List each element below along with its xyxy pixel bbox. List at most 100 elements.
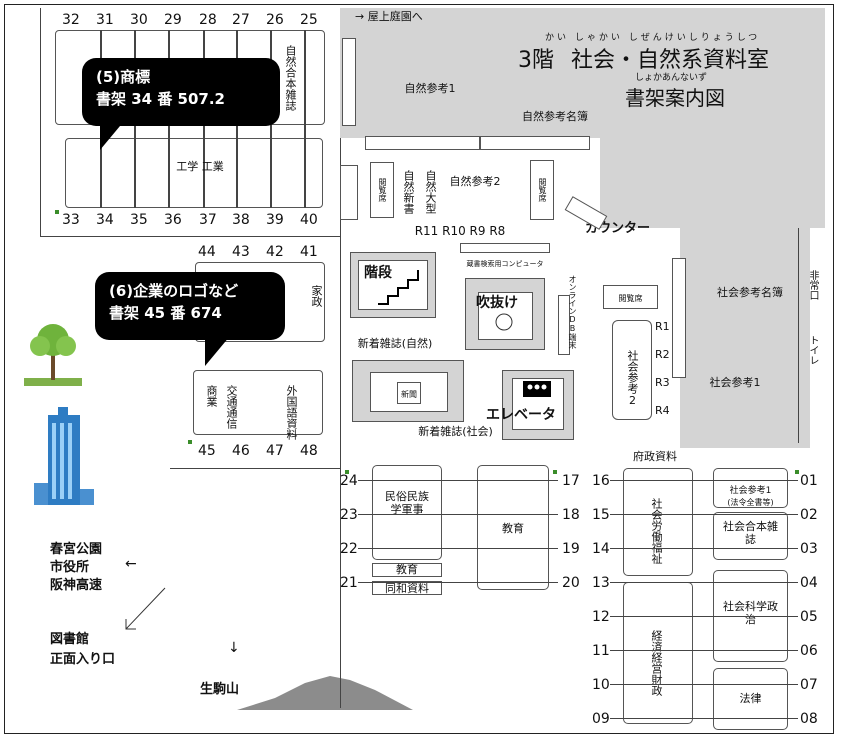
shelf-shizen-sanko1 (365, 136, 480, 150)
shelf-block-horitsu (713, 668, 788, 730)
toshokan-label: 図書館 (50, 632, 90, 647)
gaikokugo-label: 外国語資料 (285, 385, 298, 440)
kyoiku2-label: 教育 (396, 563, 418, 576)
shakai-sanko2-label: 社会参考2 (626, 350, 639, 407)
shelf-number: 36 (164, 212, 182, 228)
room-name: 社会・自然系資料室 (571, 48, 770, 73)
shelf-number: 09 (592, 711, 610, 727)
etsuran-seat (603, 285, 658, 309)
shelf-row-line (610, 480, 798, 481)
shizen-sanko2-label: 自然参考2 (449, 175, 501, 188)
shelf-number: 46 (232, 443, 250, 459)
shelf-row-line (358, 514, 558, 515)
shelf-number: 25 (300, 12, 318, 28)
subtitle: 書架案内図 (625, 86, 725, 110)
side-shelf (342, 38, 356, 126)
shinchaku-shakai-label: 新着雑誌(社会) (418, 425, 493, 438)
shizen-shinsho-label: 自然新書 (402, 170, 415, 214)
shelf-number: 04 (800, 575, 818, 591)
wall (170, 468, 340, 469)
shelf-number: 41 (300, 244, 318, 260)
keizai-label: 経済経営財政 (650, 630, 663, 696)
callout-detail: 書架 34 番 507.2 (96, 90, 225, 108)
shelf-number: 16 (592, 473, 610, 489)
online-db-label: オンラインDB端末 (568, 275, 577, 349)
r3-label: R3 (655, 376, 670, 389)
counter-label: カウンター (584, 221, 650, 236)
shimbun-label: 新聞 (401, 390, 417, 399)
title-ruby: かい しゃかい しぜんけいしりょうしつ (545, 33, 761, 43)
green-marker (188, 440, 192, 444)
shelf-number: 17 (562, 473, 580, 489)
shelf-number: 21 (340, 575, 358, 591)
shelf-number: 37 (199, 212, 217, 228)
down-arrow-icon: ↓ (228, 640, 240, 656)
shelf-number: 45 (198, 443, 216, 459)
shizen-sanko1-label: 自然参考1 (404, 82, 456, 95)
left-arrow-icon: ← (125, 556, 137, 572)
shaded-area-top (340, 8, 825, 138)
callout-pointer (205, 336, 230, 366)
callout-detail: 書架 45 番 674 (109, 304, 222, 322)
shelf-row-line (610, 616, 798, 617)
shelf-number: 29 (164, 12, 182, 28)
shelf-number: 31 (96, 12, 114, 28)
online-db-desk (558, 295, 570, 355)
shelf-number: 23 (340, 507, 358, 523)
shelf-number: 19 (562, 541, 580, 557)
minzoku-label: 民俗民族学軍事 (385, 490, 429, 516)
dowa-label: 同和資料 (385, 582, 429, 595)
wall (798, 228, 799, 443)
shelf-number: 12 (592, 609, 610, 625)
green-marker (345, 470, 349, 474)
haru-label: 春宮公園 (50, 542, 103, 557)
shelf-row-line (610, 684, 798, 685)
shelf-number: 32 (62, 12, 80, 28)
search-pc-desk (460, 243, 550, 253)
shelf-number: 13 (592, 575, 610, 591)
shelf-row-line (610, 548, 798, 549)
search-pc-label: 蔵書検索用コンピュータ (466, 260, 544, 268)
shelf-number: 47 (266, 443, 284, 459)
etsuran-label: 閲覧席 (378, 178, 387, 202)
horitsu-label: 法律 (739, 692, 762, 705)
shelf-kyoiku2 (372, 563, 442, 577)
diagonal-arrow-icon (125, 587, 166, 630)
shizen-sanko-meibo-label: 自然参考名簿 (522, 110, 588, 123)
title-heading: 3階 社会・自然系資料室 (518, 42, 769, 74)
stairs-icon (378, 270, 419, 305)
shelf-block-kyoiku (477, 465, 549, 590)
shelf-number: 02 (800, 507, 818, 523)
callout-logo: (6)企業のロゴなど 書架 45 番 674 (95, 272, 285, 340)
shelf-block-shakai-rodo (623, 468, 693, 576)
shelf-number: 24 (340, 473, 358, 489)
shakai-gohon-label: 社会合本雑誌 (723, 520, 778, 546)
shelf-number: 42 (266, 244, 284, 260)
r-labels: R11 R10 R9 R8 (414, 224, 506, 238)
shelf-number: 14 (592, 541, 610, 557)
shelf-block-45-48 (193, 370, 323, 435)
shogyo-label: 商業 (205, 385, 218, 407)
kyoiku-label: 教育 (502, 522, 524, 535)
etsuran-seat (370, 162, 394, 218)
shakai-rodo-label: 社会労働福祉 (650, 498, 663, 564)
shakai-kagaku-label: 社会科学政治 (723, 600, 778, 626)
shelf-number: 38 (232, 212, 250, 228)
shelf-number: 33 (62, 212, 80, 228)
shelf-block-shakai-sanko1 (713, 468, 788, 508)
shelf-dowa (372, 581, 442, 595)
shakai-sanko1-box-label: 社会参考1 (729, 486, 772, 496)
shelf-number: 01 (800, 473, 818, 489)
shelf-row-line (358, 548, 558, 549)
atrium-label: 吹抜け (476, 295, 518, 311)
shelf-row-line (610, 718, 798, 719)
shelf-number: 35 (130, 212, 148, 228)
r1-label: R1 (655, 320, 670, 333)
r4-label: R4 (655, 404, 670, 417)
rooftop-direction: → 屋上庭園へ (355, 10, 423, 23)
building-icon (34, 407, 94, 505)
callout-pointer (100, 120, 125, 150)
shelf-row-line (610, 514, 798, 515)
atrium-inner (478, 292, 533, 340)
shelf-number: 26 (266, 12, 284, 28)
